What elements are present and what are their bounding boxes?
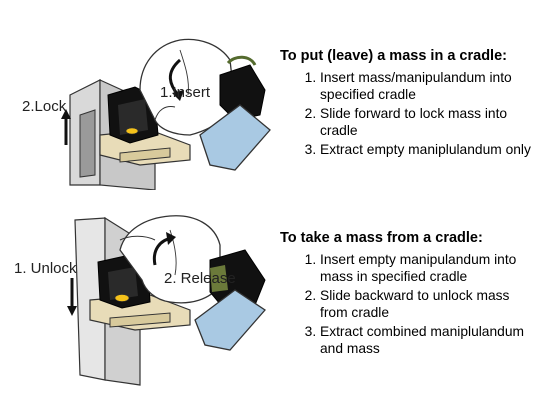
step-take-2: Slide backward to unlock mass from cradl…: [320, 288, 535, 321]
heading-put: To put (leave) a mass in a cradle:: [280, 48, 507, 64]
steps-put: Insert mass/manipulandum into specified …: [280, 70, 535, 159]
label-insert: 1.Insert: [160, 84, 211, 101]
illustration-take-mass: [67, 215, 266, 386]
heading-take: To take a mass from a cradle:: [280, 230, 483, 246]
instructions-put: To put (leave) a mass in a cradle: Inser…: [280, 48, 535, 162]
label-lock: 2.Lock: [22, 98, 67, 115]
step-put-1: Insert mass/manipulandum into specified …: [320, 70, 535, 103]
steps-take: Insert empty manipulandum into mass in s…: [280, 252, 535, 357]
step-put-2: Slide forward to lock mass into cradle: [320, 106, 535, 139]
instructions-take: To take a mass from a cradle: Insert emp…: [280, 230, 535, 360]
step-put-3: Extract empty maniplulandum only: [320, 142, 535, 159]
label-unlock: 1. Unlock: [14, 260, 77, 277]
step-take-3: Extract combined maniplulandum and mass: [320, 324, 535, 357]
label-release: 2. Release: [164, 270, 236, 287]
step-take-1: Insert empty manipulandum into mass in s…: [320, 252, 535, 285]
illustration-put-mass: [61, 38, 271, 190]
